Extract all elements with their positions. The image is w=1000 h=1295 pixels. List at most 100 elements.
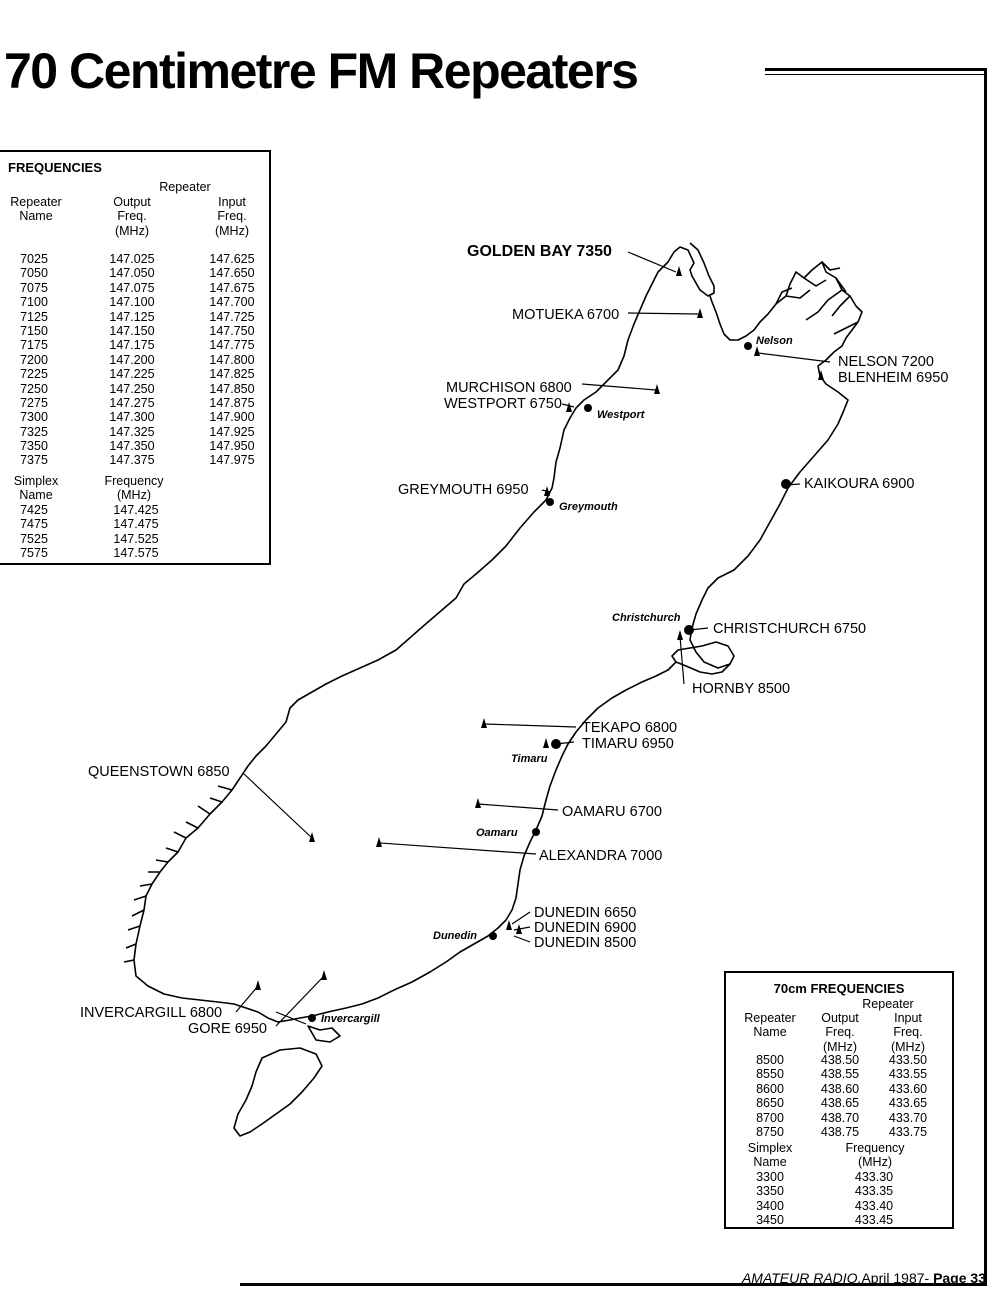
table-cell: 147.325 <box>109 424 155 439</box>
table-cell: 147.725 <box>209 309 255 324</box>
table-cell: 147.925 <box>209 424 255 439</box>
simplex-name-header: Simplex Name <box>734 1141 806 1170</box>
triangle-marker <box>255 980 261 990</box>
leader-motueka <box>627 312 699 315</box>
marlborough-sounds <box>775 261 859 335</box>
table-cell: 147.525 <box>113 531 159 546</box>
triangle-marker <box>506 920 512 930</box>
table-cell: 7350 <box>20 439 48 454</box>
triangle-marker <box>566 402 572 412</box>
simplex-header-line: Name <box>753 1155 787 1170</box>
simplex-header-line: Simplex <box>13 474 59 488</box>
repeater-label: DUNEDIN 6900 <box>534 920 636 936</box>
col-input-header: Input Freq. (MHz) <box>200 195 264 238</box>
repeater-label: GORE 6950 <box>188 1021 267 1037</box>
repeater-label: QUEENSTOWN 6850 <box>88 764 230 780</box>
town-dot <box>532 828 540 836</box>
table-cell: 147.075 <box>109 280 155 295</box>
table-cell: 433.65 <box>888 1096 928 1111</box>
table-cell: 147.825 <box>209 367 255 382</box>
town-dot <box>489 932 497 940</box>
mainland-coast <box>133 242 863 1023</box>
town-dots <box>308 342 791 1022</box>
col-output-line: (MHz) <box>114 223 149 238</box>
frequencies-70cm-table: 70cm FREQUENCIES Repeater Repeater Name … <box>724 971 954 1229</box>
table-cell: 147.250 <box>109 381 155 396</box>
leader-invercargill <box>235 985 259 1013</box>
leader-gore-b <box>275 1011 307 1025</box>
table-cell: 147.650 <box>209 266 255 281</box>
simplex-freq-header: Frequency (MHz) <box>830 1141 920 1170</box>
repeater-labels: GOLDEN BAY 7350 MOTUEKA 6700 NELSON 7200… <box>80 243 948 1037</box>
table-cell: 433.30 <box>854 1170 894 1184</box>
repeater-label: GOLDEN BAY 7350 <box>467 243 612 260</box>
town-dot <box>551 739 561 749</box>
col-input-line: Freq. <box>893 1025 923 1040</box>
page-title: 70 Centimetre FM Repeaters <box>4 43 639 99</box>
table-cell: 147.775 <box>209 338 255 353</box>
table-cell: 147.425 <box>113 503 159 517</box>
repeater-label: ALEXANDRA 7000 <box>539 848 662 864</box>
col-name-line: Repeater <box>744 1011 796 1025</box>
simplex-header-line: Frequency <box>104 474 164 488</box>
col-input-line: Input <box>894 1011 922 1025</box>
table-cell: 3300 <box>756 1170 784 1184</box>
triangle-marker <box>544 486 550 496</box>
table-cell: 7075 <box>20 280 48 295</box>
col-input-header: Input Freq. (MHz) <box>878 1011 938 1054</box>
col-input-line: Input <box>218 195 246 209</box>
triangle-marker <box>697 308 703 318</box>
town-label: Oamaru <box>476 827 518 839</box>
col-name-line: Name <box>19 209 53 224</box>
table-cell: 7025 <box>20 252 48 266</box>
table-cell: 3400 <box>756 1198 784 1213</box>
table-cell: 147.950 <box>209 439 255 454</box>
table-cell: 433.40 <box>854 1198 894 1213</box>
triangle-marker <box>475 798 481 808</box>
repeater-label: DUNEDIN 6650 <box>534 905 636 921</box>
table-cell: 433.75 <box>888 1124 928 1139</box>
table-cell: 147.475 <box>113 517 159 532</box>
table-cell: 147.025 <box>109 252 155 266</box>
leader-dunedin-2 <box>513 926 531 931</box>
leader-alexandra <box>379 842 537 855</box>
col-input-line: (MHz) <box>214 223 249 238</box>
col-output-header: Output Freq. (MHz) <box>810 1011 870 1054</box>
triangle-marker <box>376 837 382 847</box>
fiordland-inlets <box>123 785 233 963</box>
frequencies-table: FREQUENCIES Repeater Repeater Name Outpu… <box>0 150 271 565</box>
leader-gore <box>275 975 325 1027</box>
repeater-label: DUNEDIN 8500 <box>534 935 636 951</box>
simplex-header-line: Name <box>19 488 53 503</box>
town-dot <box>684 625 694 635</box>
table-cell: 7225 <box>20 367 48 382</box>
coastline <box>123 242 863 1137</box>
table-cell: 7200 <box>20 352 48 367</box>
col-input-line: (MHz) <box>890 1039 925 1054</box>
simplex-header-line: (MHz) <box>116 488 151 503</box>
table-cell: 433.50 <box>888 1053 928 1067</box>
table-cell: 7250 <box>20 381 48 396</box>
town-dot <box>781 479 791 489</box>
title-rule-thin <box>765 74 985 75</box>
triangle-marker <box>676 266 682 276</box>
table-cell: 147.275 <box>109 395 155 410</box>
table-cell: 8500 <box>756 1053 784 1067</box>
simplex-header-line: Simplex <box>747 1141 793 1155</box>
magazine-name: AMATEUR RADIO, <box>741 1270 862 1286</box>
town-dot <box>744 342 752 350</box>
table-cell: 438.60 <box>820 1081 860 1096</box>
title-rule <box>765 68 985 71</box>
